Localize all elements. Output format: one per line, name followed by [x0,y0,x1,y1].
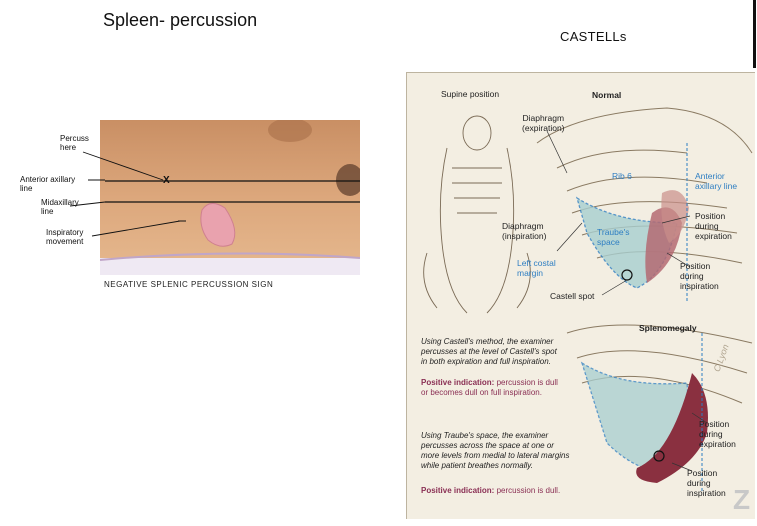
label-rib-6: Rib 6 [612,171,632,181]
castell-method-text: Using Castell's method, the examiner per… [421,337,557,366]
castell-illustration: Supine position Normal Diaphragm(expirat… [406,72,755,519]
positive-indication-1: Positive indication: percussion is dull … [421,378,558,397]
label-normal: Normal [592,90,622,100]
abdomen-photo [100,120,360,275]
photo-caption: NEGATIVE SPLENIC PERCUSSION SIGN [104,280,274,289]
window-edge-bar [753,0,756,68]
positive-indication-2: Positive indication: percussion is dull. [421,486,561,495]
label-supine-position: Supine position [441,89,500,99]
castells-heading: CASTELLs [560,29,627,44]
percuss-x-mark: X [163,175,170,186]
label-splenomegaly: Splenomegaly [639,323,697,333]
label-castell-spot: Castell spot [550,291,595,301]
zoom-logo-icon: Z [733,484,751,515]
slide-title: Spleen- percussion [103,10,258,30]
anatomy-drawing [423,107,753,493]
traube-space-text: Using Traube's space, the examiner percu… [421,431,570,470]
label-diaphragm-expiration: Diaphragm(expiration) [522,113,565,133]
label-diaphragm-inspiration: Diaphragm(inspiration) [502,221,547,241]
